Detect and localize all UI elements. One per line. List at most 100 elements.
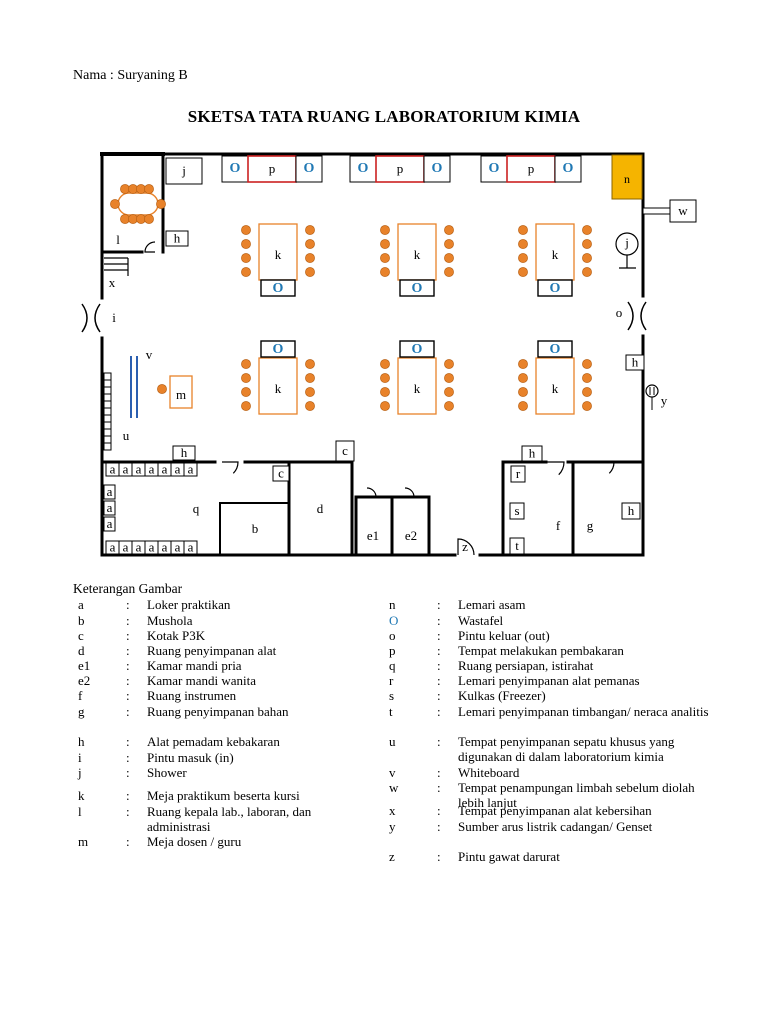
burner-box: [375, 155, 425, 183]
sink-icon: O: [230, 161, 241, 176]
legend-separator: :: [126, 765, 130, 780]
genset-lines: [649, 387, 655, 410]
chair-icon: [305, 387, 315, 397]
legend-description: Tempat penyimpanan alat kebersihan: [458, 803, 652, 818]
genset-icon: [645, 384, 659, 398]
legend-key: g: [78, 704, 85, 719]
label-v: v: [146, 347, 153, 362]
chair-icon: [444, 359, 454, 369]
sink-box: [295, 155, 323, 183]
legend-separator: :: [126, 750, 130, 765]
chair-icon: [380, 225, 390, 235]
legend-description: Ruang instrumen: [147, 688, 237, 703]
legend-key: z: [389, 849, 395, 864]
label-h: h: [174, 230, 181, 245]
legend-row: e1:Kamar mandi pria: [78, 658, 378, 673]
label-x: x: [109, 275, 116, 290]
locker: [183, 462, 198, 477]
legend-description: Ruang persiapan, istirahat: [458, 658, 594, 673]
label-a: a: [162, 539, 168, 554]
label-k: k: [275, 247, 282, 262]
chair-icon: [444, 239, 454, 249]
box-heater-cabinet: [510, 465, 526, 483]
label-a: a: [107, 500, 113, 515]
legend-row: v:Whiteboard: [389, 765, 719, 780]
chair-icon: [241, 401, 251, 411]
label-k: k: [552, 247, 559, 262]
legend-key: h: [78, 734, 85, 749]
legend-separator: :: [437, 597, 441, 612]
legend-key: k: [78, 788, 85, 803]
legend-row: r:Lemari penyimpanan alat pemanas: [389, 673, 719, 688]
legend-row: x:Tempat penyimpanan alat kebersihan: [389, 803, 719, 819]
label-h: h: [632, 354, 639, 369]
shoe-rack-cell: [103, 400, 112, 409]
chair-icon: [582, 387, 592, 397]
shoe-rack-cell: [103, 435, 112, 444]
chair-icon: [518, 401, 528, 411]
label-l: l: [116, 232, 120, 247]
legend-key: O: [389, 613, 399, 628]
legend-key: x: [389, 803, 396, 818]
legend-separator: :: [437, 704, 441, 719]
shoe-rack-cell: [103, 379, 112, 388]
acid-cabinet: [611, 154, 643, 200]
table-sink-box: [260, 279, 296, 297]
legend-row: y:Sumber arus listrik cadangan/ Genset: [389, 819, 719, 849]
sink-icon: O: [273, 342, 284, 357]
legend-key: s: [389, 688, 395, 703]
sink-icon: O: [489, 161, 500, 176]
sink-icon: O: [358, 161, 369, 176]
chair-icon: [444, 401, 454, 411]
label-a: a: [123, 539, 129, 554]
table-sink-box: [399, 279, 435, 297]
legend-description: Alat pemadam kebakaran: [147, 734, 280, 749]
label-w: w: [678, 203, 688, 218]
label-u: u: [123, 428, 130, 443]
chair-icon: [305, 239, 315, 249]
box-extinguisher-bottom-right: [521, 445, 543, 462]
label-g: g: [587, 518, 594, 533]
shoe-rack-cell: [103, 414, 112, 423]
legend-separator: :: [437, 780, 441, 795]
box-first-aid: [272, 465, 290, 482]
table-sink-box: [537, 340, 573, 358]
door-f-icon: [546, 461, 565, 476]
chair-icon: [305, 359, 315, 369]
chair-icon: [518, 387, 528, 397]
legend-separator: :: [437, 628, 441, 643]
legend-row: s:Kulkas (Freezer): [389, 688, 719, 704]
legend-key: d: [78, 643, 85, 658]
chair-icon: [444, 373, 454, 383]
legend-row: w:Tempat penampungan limbah sebelum diol…: [389, 780, 719, 810]
sink-icon: O: [550, 342, 561, 357]
shower-stand: [619, 255, 636, 269]
legend-key: e2: [78, 673, 91, 688]
legend-separator: :: [126, 658, 130, 673]
legend-description: Tempat penampungan limbah sebelum diolah…: [458, 780, 695, 810]
exit-door-icon: [627, 301, 647, 331]
legend-description: Lemari penyimpanan timbangan/ neraca ana…: [458, 704, 709, 719]
legend-description: Mushola: [147, 613, 193, 628]
label-e1: e1: [367, 528, 379, 543]
legend-row: k:Meja praktikum beserta kursi: [78, 788, 378, 804]
legend-separator: :: [126, 613, 130, 628]
chair-icon: [444, 225, 454, 235]
table-sink-box: [260, 340, 296, 358]
label-y: y: [661, 393, 668, 408]
legend-separator: :: [126, 673, 130, 688]
label-c: c: [278, 465, 284, 480]
meeting-table: [117, 192, 159, 216]
legend-separator: :: [126, 628, 130, 643]
chair-icon: [241, 359, 251, 369]
entrance-door-icon: [81, 303, 101, 333]
legend-row: z:Pintu gawat darurat: [389, 849, 719, 864]
label-h: h: [529, 445, 536, 460]
shoe-rack-cell: [103, 428, 112, 437]
legend-description: Meja dosen / guru: [147, 834, 242, 849]
sink-icon: O: [432, 161, 443, 176]
chair-icon: [305, 401, 315, 411]
shoe-rack-cell: [103, 407, 112, 416]
label-b: b: [252, 521, 259, 536]
label-q: q: [193, 501, 200, 516]
